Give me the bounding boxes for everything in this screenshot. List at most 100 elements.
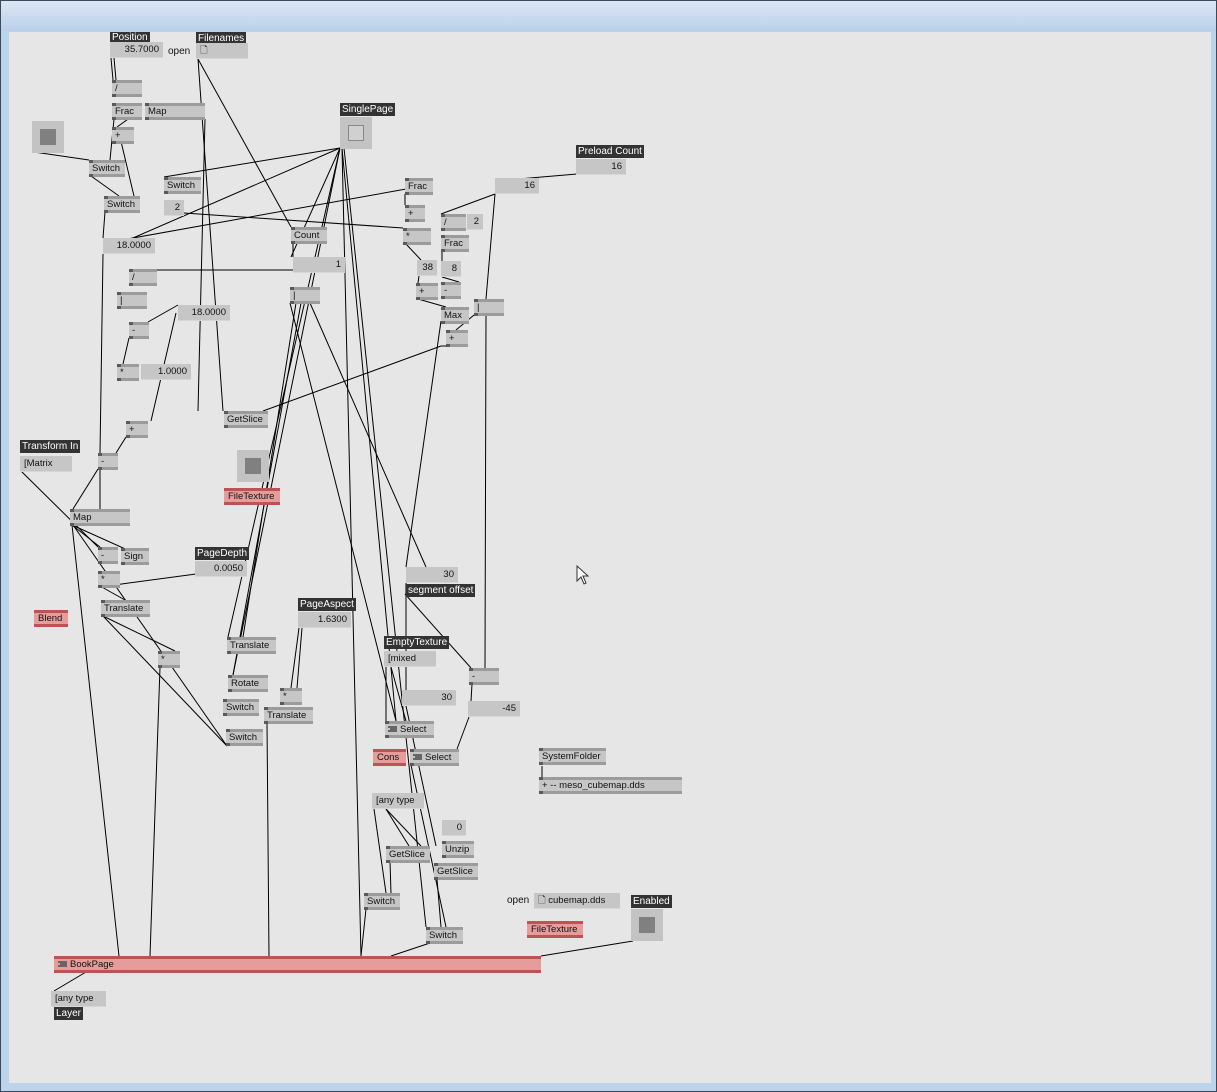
wire-31[interactable] [71,524,101,548]
toggle-button[interactable] [237,450,269,482]
wire-77[interactable] [389,860,392,894]
wire-30[interactable] [72,468,99,510]
value-box-2[interactable]: 2 [164,200,184,216]
wire-71[interactable] [417,298,447,308]
node-unzip[interactable]: Unzip [442,841,474,858]
node-switch[interactable]: Switch [226,729,263,746]
node-switch[interactable]: Switch [104,196,140,213]
wire-3[interactable] [197,58,292,228]
wire-70[interactable] [417,275,420,284]
wire-78[interactable] [436,878,442,928]
value-box-0-0050[interactable]: 0.0050 [195,561,247,577]
node-sign[interactable]: Sign [121,548,149,565]
value-box-mixed[interactable]: [mixed [384,651,436,667]
node-filetexture[interactable]: FileTexture [224,488,280,505]
node-max[interactable]: Max [441,307,469,324]
node-select[interactable]: Select [410,749,459,766]
wire-0[interactable] [110,57,114,81]
node-frac[interactable]: Frac [112,103,142,120]
node-getslice[interactable]: GetSlice [386,846,430,863]
node-node[interactable]: + [126,421,148,438]
value-box-35-7000[interactable]: 35.7000 [110,42,163,58]
node-map[interactable]: Map [70,509,130,526]
node-node[interactable]: - [98,453,118,470]
wire-58[interactable] [385,808,422,847]
node-translate[interactable]: Translate [227,637,276,654]
value-box-1-0000[interactable]: 1.0000 [141,364,191,380]
wire-39[interactable] [290,627,300,689]
node-bookpage[interactable]: BookPage [54,956,541,973]
value-box-8[interactable]: 8 [441,261,461,277]
toggle-button[interactable] [340,117,372,149]
node-frac[interactable]: Frac [405,178,433,195]
node-switch[interactable]: Switch [426,927,463,944]
node-systemfolder[interactable]: SystemFolder [539,748,606,765]
node-node[interactable]: + [416,283,438,300]
node-node[interactable]: | [117,292,147,309]
value-box-16[interactable]: 16 [495,178,539,194]
wire-49[interactable] [485,193,496,300]
wire-18[interactable] [197,118,206,412]
value-box-30[interactable]: 30 [402,690,456,706]
wire-15[interactable] [341,147,397,722]
wire-5[interactable] [90,175,120,197]
wire-54[interactable] [456,716,470,750]
node-node[interactable]: * [280,688,302,705]
wire-35[interactable] [106,573,197,587]
node-filetexture[interactable]: FileTexture [527,921,583,938]
value-box-1-6300[interactable]: 1.6300 [298,612,351,628]
node-switch[interactable]: Switch [164,177,201,194]
value-box-38[interactable]: 38 [417,260,437,276]
wire-22[interactable] [104,185,424,244]
node-node[interactable]: | [290,287,320,304]
wire-42[interactable] [149,666,161,957]
value-box-node[interactable]: 🗋 [196,43,248,59]
value-box-18-0000[interactable]: 18.0000 [178,305,230,321]
wire-8[interactable] [102,211,106,239]
wire-76[interactable] [373,808,387,894]
wire-10[interactable] [125,147,341,242]
value-box-1[interactable]: 1 [293,257,345,273]
node-count[interactable]: Count [291,227,327,244]
node-rotate[interactable]: Rotate [228,675,268,692]
wire-46[interactable] [242,302,297,638]
value-box-18-0000[interactable]: 18.0000 [103,238,155,254]
wire-33[interactable] [20,470,99,548]
value-box-cubemap-dds[interactable]: 🗋 cubemap.dds [534,893,620,909]
value-box-45[interactable]: -45 [468,701,520,717]
node-node[interactable]: - [441,282,461,299]
node-node[interactable]: * [158,651,180,668]
wire-73[interactable] [441,276,460,283]
wire-65[interactable] [540,940,634,957]
node-frac[interactable]: Frac [441,235,469,252]
node-node[interactable]: / [441,214,466,231]
node-node[interactable]: - [98,547,118,564]
wire-9[interactable] [163,147,341,178]
wire-56[interactable] [390,666,407,722]
node-switch[interactable]: Switch [364,893,400,910]
node-node[interactable]: * [403,228,431,245]
wire-47[interactable] [262,345,442,412]
node-blend[interactable]: Blend [34,610,68,627]
wire-14[interactable] [341,147,362,957]
node-node[interactable]: + [405,205,425,222]
wire-63[interactable] [360,908,367,957]
node-cons[interactable]: Cons [373,749,406,766]
value-box-matrix[interactable]: [Matrix [20,456,72,472]
wire-24[interactable] [147,304,179,323]
wire-48[interactable] [405,320,442,568]
wire-50[interactable] [484,314,487,669]
wire-27[interactable] [115,436,127,454]
wire-59[interactable] [404,593,472,669]
node-node[interactable]: + [112,127,134,144]
title-bar[interactable] [1,1,1216,31]
wire-37[interactable] [102,615,176,652]
wire-64[interactable] [390,942,431,957]
wire-51[interactable] [440,193,496,215]
toggle-button[interactable] [32,121,64,153]
value-box-16[interactable]: 16 [576,159,626,175]
wire-57[interactable] [385,808,410,847]
wire-66[interactable] [53,971,87,992]
value-box-2[interactable]: 2 [467,214,483,230]
